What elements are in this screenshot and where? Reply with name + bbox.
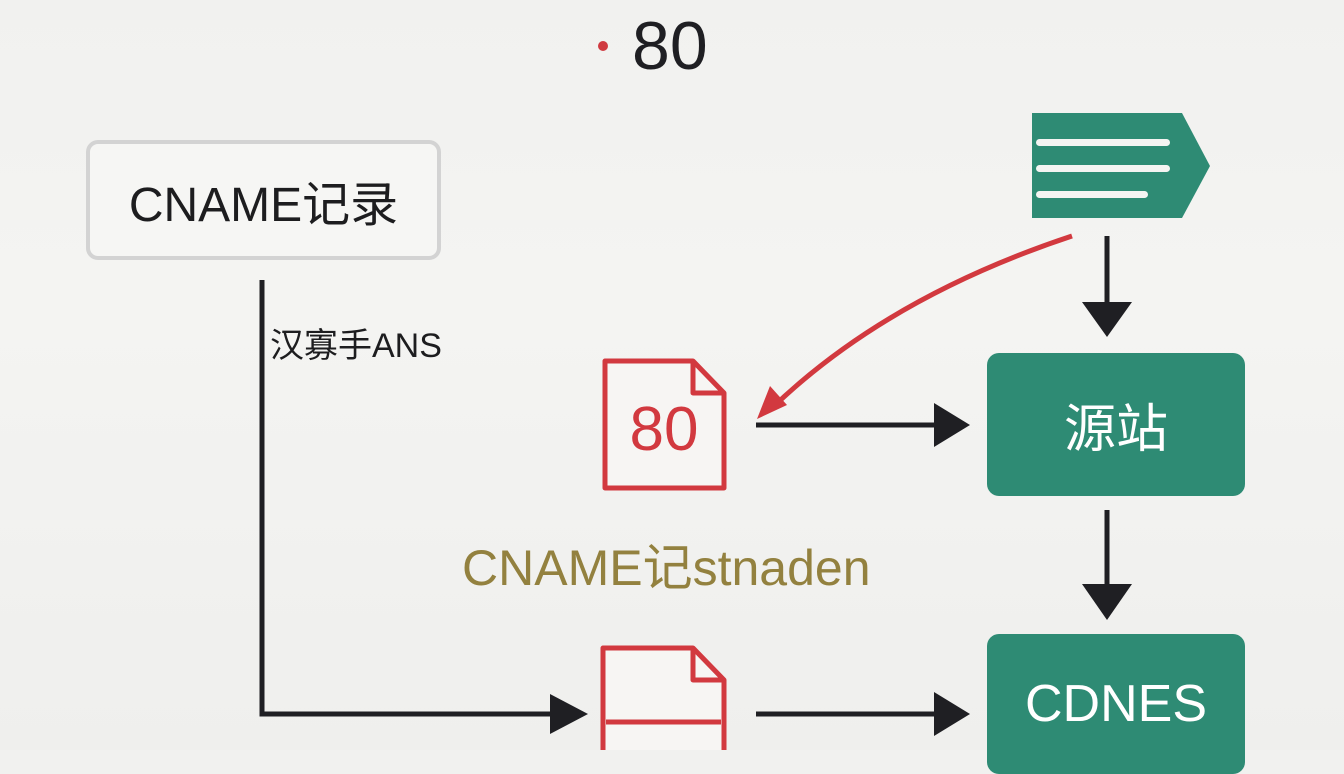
cdn-node: CDNES bbox=[987, 634, 1245, 774]
cname-record-box: CNAME记录 bbox=[86, 140, 441, 260]
origin-node: 源站 bbox=[987, 353, 1245, 496]
arrow-doc-to-cdn bbox=[756, 692, 970, 736]
origin-label: 源站 bbox=[1063, 401, 1168, 459]
branch-label: 汉寡手ANS bbox=[270, 327, 442, 365]
cname-record-label: CNAME记录 bbox=[128, 179, 399, 232]
cdn-label: CDNES bbox=[1024, 675, 1208, 733]
header-number: 80 bbox=[598, 12, 708, 80]
document-label: 80 bbox=[629, 395, 699, 464]
document-icon bbox=[602, 358, 727, 491]
middle-label: CNAME记stnaden bbox=[462, 540, 871, 596]
red-redirect-arrow bbox=[757, 233, 1073, 419]
arrow-icon-to-origin bbox=[1082, 236, 1132, 337]
server-tag-icon bbox=[1032, 113, 1210, 218]
red-dot-icon bbox=[598, 41, 608, 51]
diagram-canvas: 80 CNAME记录 汉寡手ANS 80 CNAME记stnaden 源站 CD… bbox=[86, 12, 1245, 774]
diagram-connectors bbox=[259, 113, 1210, 750]
document-icon-bottom bbox=[600, 645, 727, 750]
cname-connector bbox=[259, 280, 588, 734]
arrow-doc-to-origin bbox=[756, 403, 970, 447]
arrow-origin-to-cdn bbox=[1082, 510, 1132, 620]
header-number-text: 80 bbox=[632, 8, 708, 84]
